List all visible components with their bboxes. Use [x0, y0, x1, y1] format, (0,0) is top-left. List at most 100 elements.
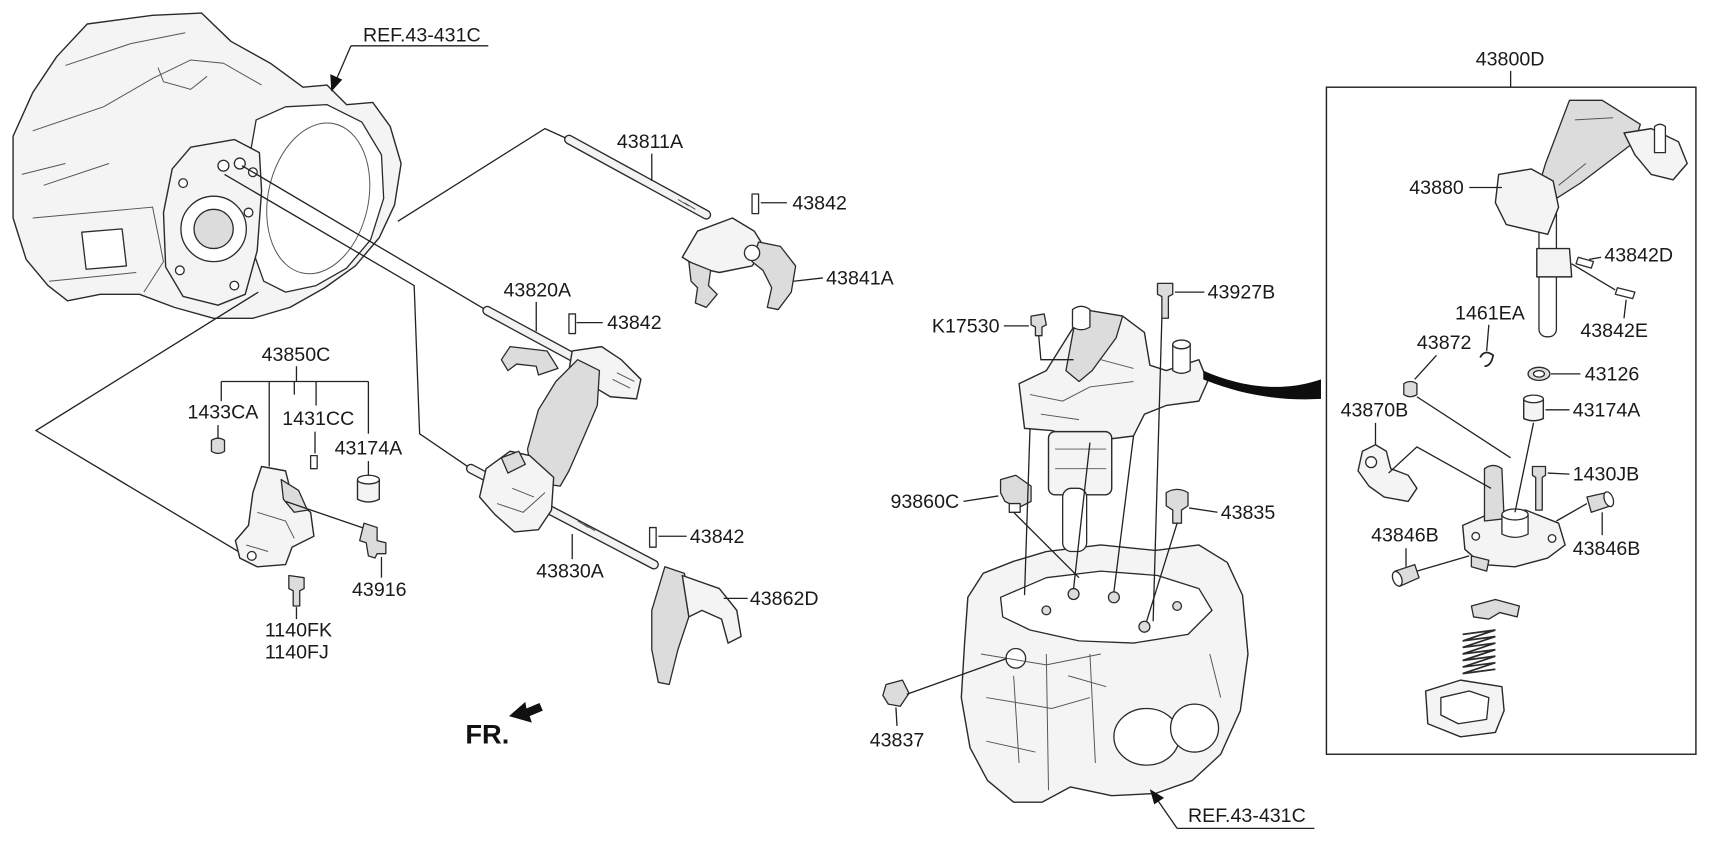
fork-body: [681, 217, 766, 274]
bushing-43174a-top: [356, 474, 380, 485]
lever-arm: [1538, 99, 1641, 200]
label-43870b: 43870B: [1341, 399, 1409, 421]
hook-43870b-hole: [1365, 456, 1378, 469]
plug-43835: [1165, 488, 1189, 524]
housing-bell-rim: [247, 103, 385, 293]
tower-shaft: [1062, 487, 1088, 553]
sensor-93860c-tip: [1008, 502, 1021, 513]
bracket-arm: [280, 478, 309, 513]
label-43842-middle: 43842: [607, 312, 662, 334]
label-43880: 43880: [1409, 177, 1464, 199]
leader-43872: [1414, 354, 1438, 380]
tower-to-case-line-4: [1152, 318, 1163, 622]
bolt-k17530: [1030, 313, 1047, 337]
sensor-to-case-line: [1013, 511, 1080, 579]
ref-arrow-line-top: [336, 45, 352, 79]
case-top-hole-3: [1138, 620, 1151, 633]
fork-finger: [751, 241, 797, 311]
label-1461ea: 1461EA: [1455, 302, 1526, 324]
tower-knob-top: [1172, 339, 1191, 350]
housing-bell-opening: [266, 122, 371, 275]
tower-boss: [1071, 305, 1091, 331]
label-1140fk: 1140FK: [265, 620, 332, 642]
label-43820a: 43820A: [504, 279, 573, 301]
plug-43872-to-plate-line: [1416, 396, 1511, 459]
housing-bolt-hole-3: [229, 280, 240, 291]
fork-left-prong: [688, 260, 718, 309]
ref-label-bottom: REF.43-431C: [1188, 805, 1306, 827]
transmission-housing-left: [12, 12, 402, 319]
pin-43842-top: [751, 193, 760, 215]
case-output-bore-2: [1169, 703, 1220, 753]
leader-43841a: [793, 277, 823, 282]
plug-right-to-plate-line: [1556, 502, 1588, 522]
leader-43842e: [1623, 299, 1627, 319]
housing-bolt-hole-1: [178, 178, 189, 189]
bolt-43927b: [1156, 282, 1174, 319]
ref-arrow-head-top: [330, 74, 343, 92]
lever-pin: [1653, 123, 1667, 154]
label-43842d: 43842D: [1604, 245, 1673, 267]
plug-43835-to-case-line: [1145, 522, 1178, 622]
case-top-hole-5: [1172, 601, 1183, 612]
ref-arrow-head-bottom: [1149, 789, 1165, 805]
shift-fork-43862d: [648, 526, 742, 686]
housing-bolt-hole-4: [243, 207, 254, 218]
shift-lug-43830a: [478, 450, 555, 533]
plug-1433ca: [210, 437, 226, 455]
detail-box-title: 43800D: [1476, 48, 1545, 70]
leader-1461ea: [1486, 324, 1490, 352]
bushing-43174a-right-top: [1523, 394, 1544, 404]
front-marker-label: FR.: [465, 718, 509, 749]
clip-1461ea: [1479, 351, 1495, 368]
housing-side-face: [32, 206, 165, 293]
center-leader-lines: [895, 291, 1218, 726]
case-top-hole-4: [1041, 605, 1052, 616]
ref-label-top: REF.43-431C: [363, 24, 481, 46]
center-connection-lines: [906, 318, 1321, 695]
bolt-1140fk: [288, 574, 305, 607]
left-labels: 43811A 43842 43841A 43820A 43842 43850C …: [187, 131, 894, 663]
housing-rail-bore-1: [217, 159, 230, 172]
plug-43846b-right-end: [1603, 491, 1615, 508]
select-plate-hole-2: [1547, 533, 1557, 543]
lever-detail: [1558, 117, 1614, 186]
bolt-1430jb: [1531, 465, 1547, 511]
lever-collar: [1536, 247, 1573, 278]
label-43174a-left: 43174A: [335, 438, 404, 460]
detent-spring: [1462, 629, 1496, 675]
small-parts-center: [882, 282, 1189, 707]
label-43850c: 43850C: [262, 344, 331, 366]
plug-43846b-left-end: [1391, 570, 1403, 587]
ref-callout-bottom: REF.43-431C: [1149, 789, 1315, 830]
label-43862d: 43862D: [750, 588, 819, 610]
select-plate-tab: [1470, 555, 1490, 572]
tower-to-case-line-1: [1023, 429, 1031, 596]
select-plate-boss-top: [1501, 508, 1529, 521]
case-ribs: [980, 653, 1222, 791]
label-1433ca: 1433CA: [187, 402, 259, 424]
transmission-case-center: [960, 544, 1249, 803]
label-k17530: K17530: [932, 315, 1000, 337]
left-connection-lines: [34, 127, 570, 555]
pin-43842d: [1575, 256, 1595, 269]
pin-1431cc: [309, 454, 318, 470]
detent-clip: [1470, 598, 1521, 620]
hook-to-plate-line: [1388, 446, 1492, 489]
rail-lower-to-housing-line: [224, 173, 472, 470]
left-leader-lines: [217, 153, 823, 620]
leader-43850c-bracket: [220, 366, 370, 467]
housing-top-ridge: [21, 32, 262, 186]
plug-43837-to-case-line: [906, 657, 1008, 695]
pin-43842-middle: [568, 313, 577, 335]
bracket-to-housing-line: [34, 291, 259, 555]
fork-rail-bore: [743, 244, 761, 262]
housing-bearing-ring-inner: [193, 208, 234, 250]
label-43927b: 43927B: [1208, 282, 1276, 304]
bracket-assembly-43850c: [234, 465, 369, 568]
label-1140fj: 1140FJ: [265, 641, 329, 663]
leader-43837: [895, 707, 898, 726]
rail-middle-to-housing-line: [241, 165, 488, 312]
label-43835: 43835: [1221, 502, 1276, 524]
